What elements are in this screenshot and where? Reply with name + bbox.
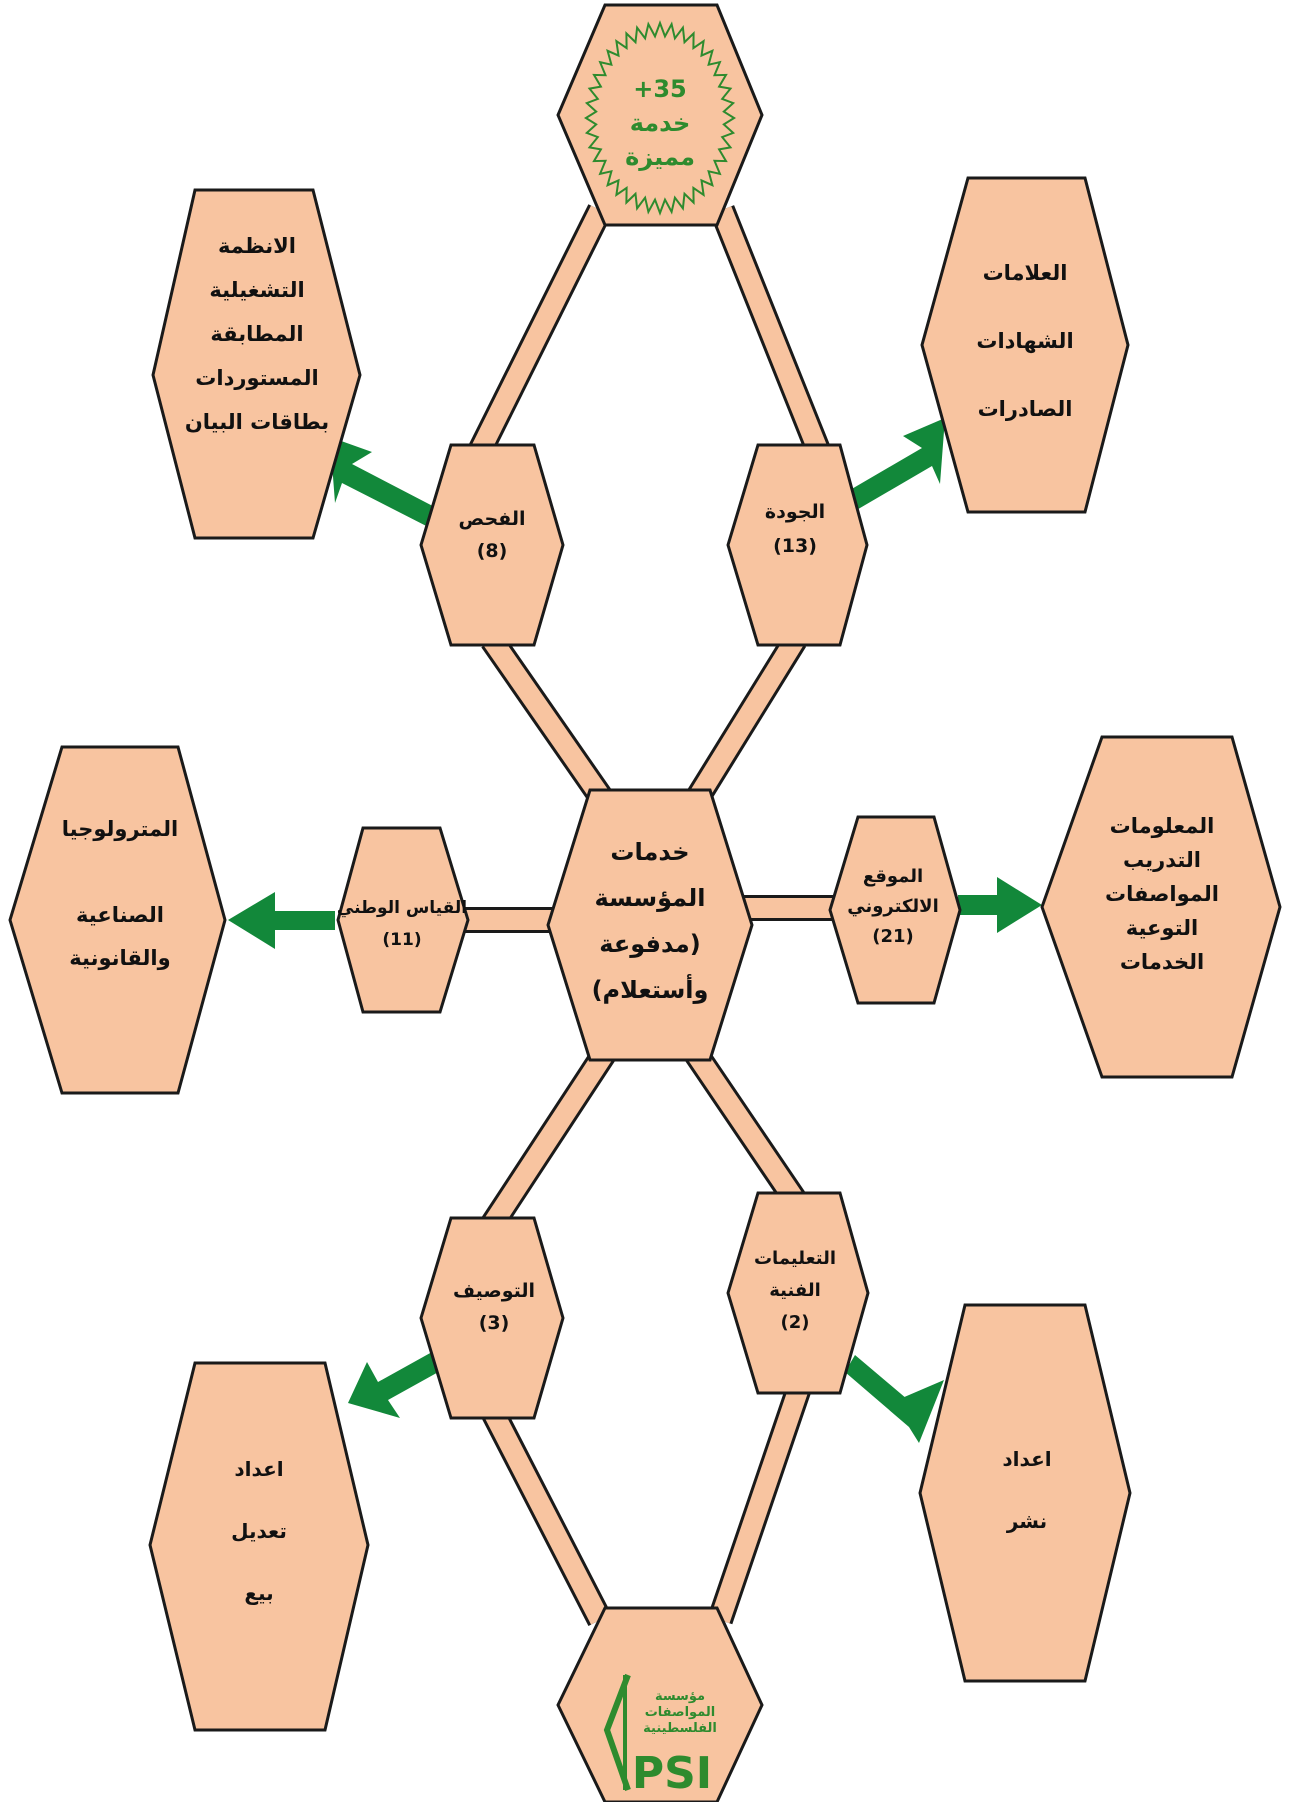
node-quality-text: الجودة(13) [765, 501, 825, 557]
bar-center-technical [679, 1037, 806, 1208]
starburst-icon [584, 20, 736, 216]
node-specification-text: التوصيف(3) [453, 1280, 535, 1334]
arrows [228, 418, 1042, 1443]
bar-quality-center [678, 633, 807, 817]
arrow-website [958, 877, 1042, 933]
hexagon-outer-metrology [8, 745, 227, 1095]
hexagon-inspection [419, 443, 565, 647]
hexagon-quality [726, 443, 869, 647]
bar-technical-logo [707, 1380, 813, 1625]
arrow-metrology [228, 892, 335, 949]
arrow-quality [838, 418, 945, 515]
hexagon-metrology [336, 826, 470, 1014]
hexagon-outer-technical [918, 1303, 1132, 1683]
hexagon-outer-website [1040, 735, 1282, 1079]
bar-top-right [709, 205, 833, 460]
arrow-specification [348, 1352, 442, 1418]
node-inspection-text: الفحص(8) [459, 508, 526, 562]
bar-inspection-center [481, 632, 621, 818]
hexagon-outer-quality [920, 176, 1130, 514]
bar-specification-logo [480, 1404, 612, 1626]
connector-bars [460, 204, 838, 1626]
hexagon-outer-specification [148, 1361, 370, 1732]
hexagon-website [828, 815, 962, 1005]
arrow-technical [845, 1355, 944, 1443]
node-metrology-text: القياس الوطني(11) [337, 898, 467, 950]
hexagon-technical [726, 1191, 870, 1395]
logo-bracket-icon [603, 1673, 631, 1791]
hexagon-center [546, 788, 754, 1062]
logo-abbr-text: PSI [632, 1748, 712, 1799]
bar-center-specification [481, 1037, 621, 1233]
hexagon-specification [419, 1216, 565, 1420]
hexagon-logo [556, 1606, 764, 1802]
bar-top-left [466, 204, 612, 461]
arrow-inspection [330, 437, 450, 533]
hexagon-outer-inspection [151, 188, 362, 540]
hexagon-top-badge [556, 3, 764, 227]
